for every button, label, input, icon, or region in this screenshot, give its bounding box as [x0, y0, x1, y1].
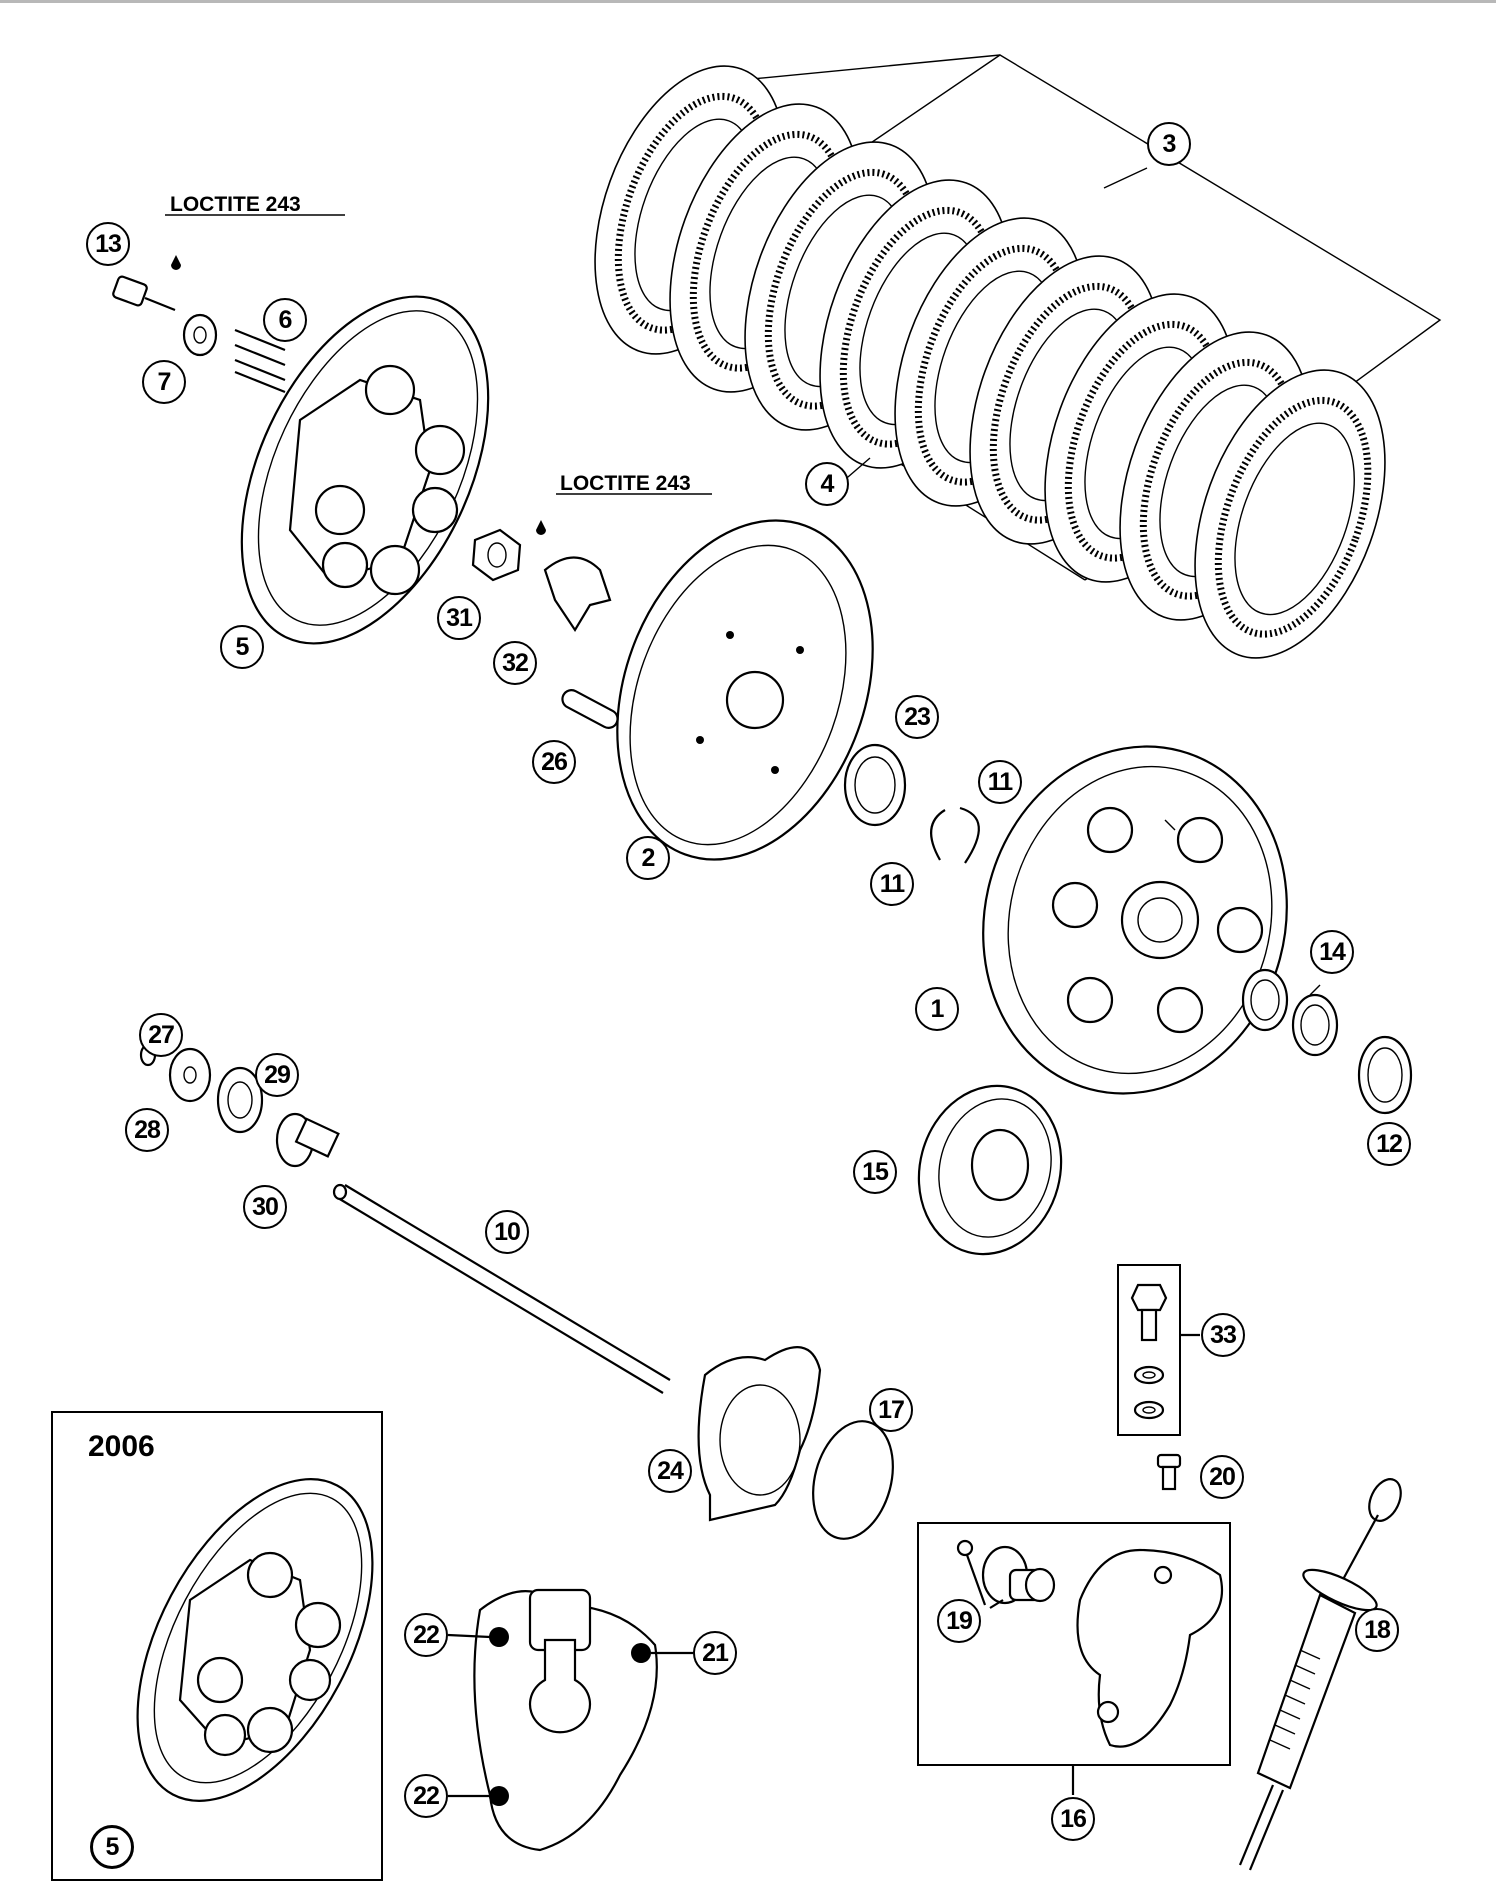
top-rule — [0, 0, 1496, 3]
o-ring — [812, 1420, 894, 1540]
callout-11-bottom: 11 — [870, 862, 914, 906]
slave-cylinder-kit — [917, 1522, 1231, 1795]
callout-26: 26 — [532, 740, 576, 784]
callout-13: 13 — [86, 222, 130, 266]
bleed-screw — [1156, 1453, 1182, 1491]
callout-14: 14 — [1310, 930, 1354, 974]
outer-clutch-basket — [982, 745, 1288, 1095]
pin — [561, 689, 619, 729]
circlips — [930, 806, 980, 864]
slave-cylinder-cover — [447, 1588, 693, 1852]
release-bearing-parts — [139, 1043, 340, 1168]
syringe — [1238, 1478, 1402, 1871]
callout-23: 23 — [895, 695, 939, 739]
callout-1: 1 — [915, 987, 959, 1031]
callout-12: 12 — [1367, 1122, 1411, 1166]
callout-32: 32 — [493, 641, 537, 685]
clutch-disc-stack — [594, 54, 1442, 659]
callout-6: 6 — [263, 298, 307, 342]
loctite-label-2: LOCTITE 243 — [560, 472, 691, 495]
screw-washer-spring — [112, 255, 286, 394]
callout-10: 10 — [485, 1210, 529, 1254]
callout-29: 29 — [255, 1053, 299, 1097]
callout-2: 2 — [626, 836, 670, 880]
callout-3: 3 — [1147, 122, 1191, 166]
callout-17: 17 — [869, 1388, 913, 1432]
nut-lockwasher — [471, 520, 612, 633]
callout-5: 5 — [220, 625, 264, 669]
callout-22-top: 22 — [404, 1613, 448, 1657]
inset-box-2006 — [51, 1411, 383, 1881]
primary-gear — [917, 1084, 1063, 1256]
callout-33: 33 — [1201, 1313, 1245, 1357]
callout-4: 4 — [805, 462, 849, 506]
callout-11-top: 11 — [978, 760, 1022, 804]
callout-15: 15 — [853, 1150, 897, 1194]
pressure-plate — [240, 295, 490, 645]
callout-18: 18 — [1355, 1608, 1399, 1652]
callout-24: 24 — [648, 1449, 692, 1493]
callout-28: 28 — [125, 1108, 169, 1152]
callout-19: 19 — [937, 1599, 981, 1643]
leader-lines — [165, 167, 1321, 996]
thrust-washer — [843, 743, 907, 827]
callout-30: 30 — [243, 1185, 287, 1229]
gasket — [697, 1346, 822, 1522]
callout-7: 7 — [142, 360, 186, 404]
callout-27: 27 — [139, 1013, 183, 1057]
inset-year-label: 2006 — [88, 1430, 155, 1463]
callout-31: 31 — [437, 596, 481, 640]
needle-bearings — [1241, 968, 1413, 1115]
push-rod — [332, 1183, 671, 1394]
callout-16: 16 — [1051, 1797, 1095, 1841]
callout-21: 21 — [693, 1631, 737, 1675]
inner-hub — [616, 519, 874, 861]
pressure-plate-2006 — [136, 1478, 374, 1802]
bleed-screw-kit — [1117, 1264, 1200, 1436]
callout-20: 20 — [1200, 1455, 1244, 1499]
loctite-label-1: LOCTITE 243 — [170, 193, 301, 216]
callout-5-inset: 5 — [90, 1825, 134, 1869]
callout-22-bottom: 22 — [404, 1774, 448, 1818]
